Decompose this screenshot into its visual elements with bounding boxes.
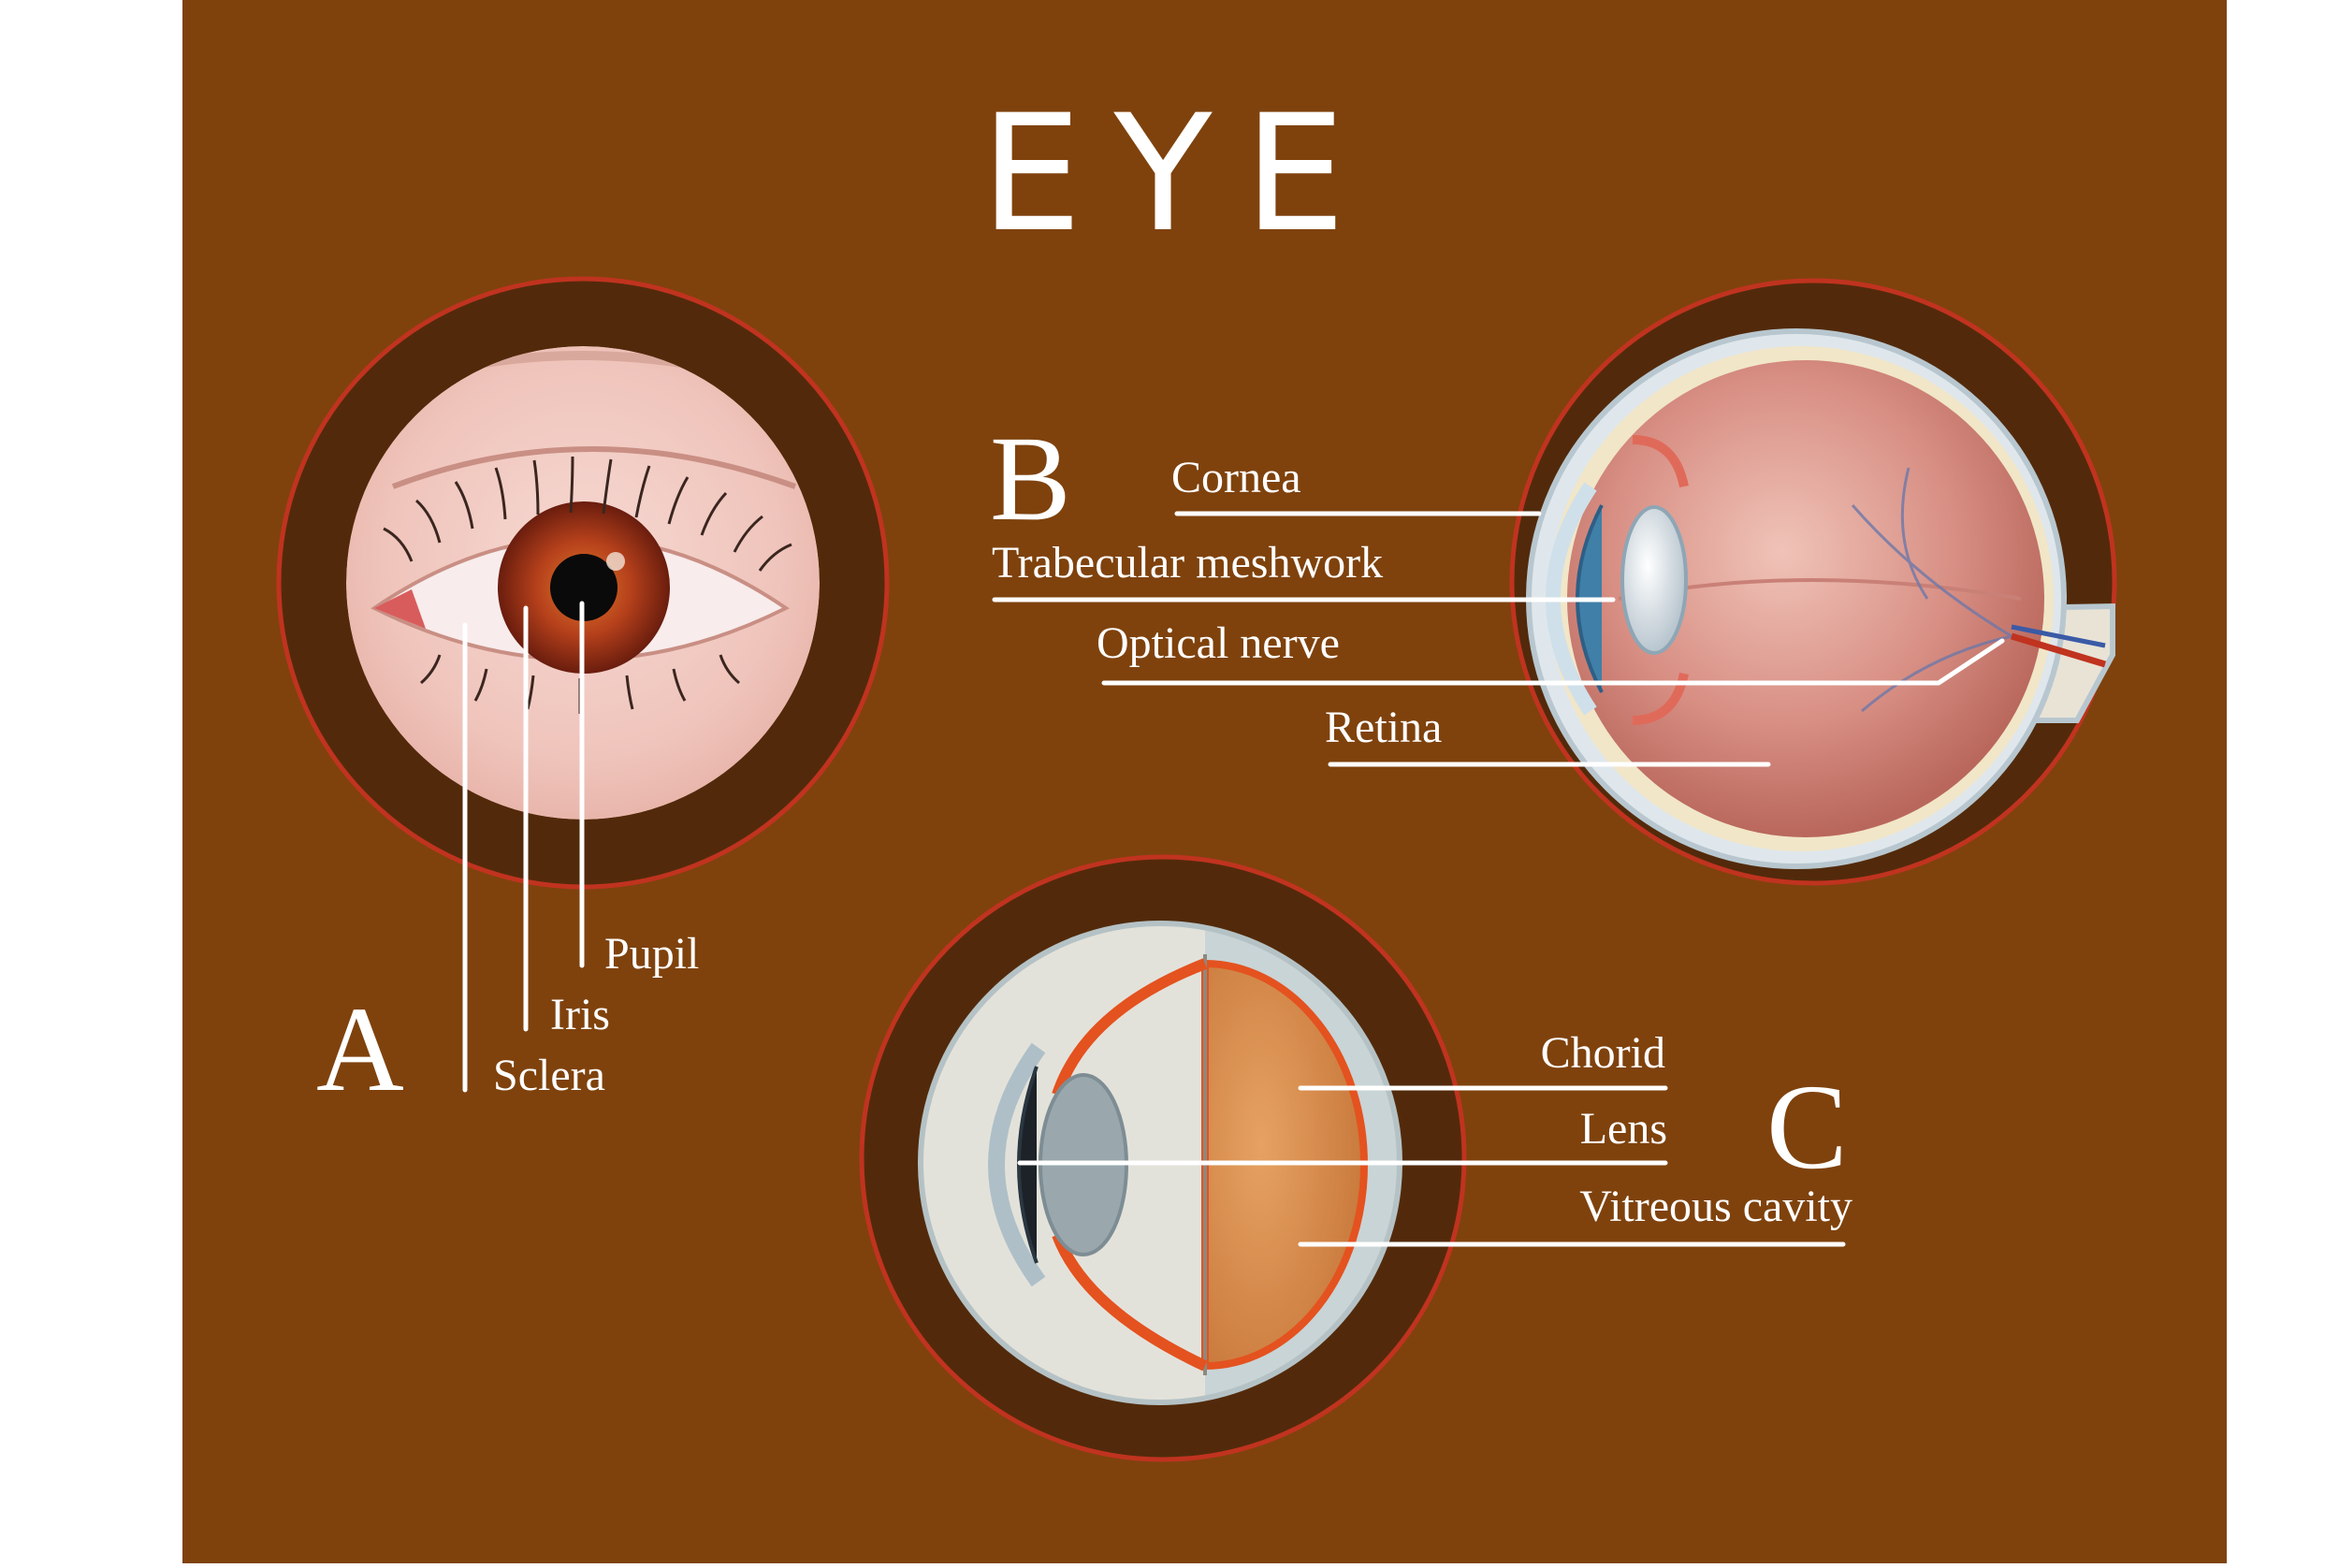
panel-a-letter: A: [316, 982, 404, 1117]
panel-c-letter: C: [1766, 1060, 1848, 1195]
eyelashes: [383, 456, 792, 714]
label-vitreous-cavity: Vitreous cavity: [1579, 1182, 1852, 1231]
label-sclera: Sclera: [493, 1051, 605, 1100]
panel-c-eyeball-section: C Chorid Lens Vitreous cavity: [859, 854, 1852, 1462]
label-iris: Iris: [550, 990, 610, 1039]
label-pupil: Pupil: [604, 929, 699, 979]
label-trabecular-meshwork: Trabecular meshwork: [992, 538, 1383, 588]
label-retina: Retina: [1325, 703, 1442, 752]
panel-b-cross-section: B Cornea Trabecular meshwork Optical ner…: [990, 278, 2117, 886]
label-optical-nerve: Optical nerve: [1097, 618, 1340, 668]
diagram-title: EYE: [981, 80, 1377, 268]
label-chorid: Chorid: [1541, 1028, 1665, 1078]
leader-optical-nerve: [1101, 638, 2005, 686]
label-lens: Lens: [1580, 1104, 1667, 1154]
panel-a-external-eye: A Pupil Iris Sclera: [276, 276, 890, 1117]
panel-b-letter: B: [990, 412, 1071, 546]
label-cornea: Cornea: [1171, 453, 1301, 502]
